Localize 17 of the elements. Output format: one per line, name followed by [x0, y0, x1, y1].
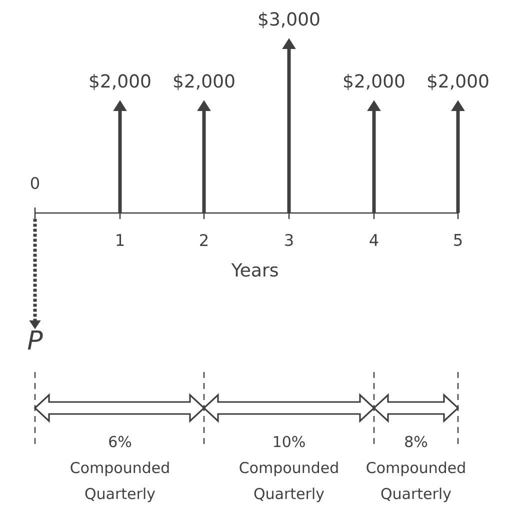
- tick-label: 4: [370, 234, 378, 246]
- tick-label: 3: [285, 234, 293, 246]
- amount-label: $2,000: [344, 74, 404, 90]
- tick-label: 1: [116, 234, 124, 246]
- period-label: 10% Compounded Quarterly: [240, 436, 338, 502]
- period-label: 8% Compounded Quarterly: [366, 436, 465, 502]
- tick-label: 0: [30, 176, 40, 190]
- amount-label: $3,000: [259, 12, 320, 28]
- amount-label: $2,000: [428, 74, 488, 90]
- tick-label: 5: [454, 234, 462, 246]
- axis-title: Years: [231, 263, 278, 277]
- amount-label: $2,000: [90, 74, 150, 90]
- period-label: 6% Compounded Quarterly: [70, 436, 169, 502]
- tick-mark: [34, 208, 36, 218]
- amount-label: $2,000: [174, 74, 234, 90]
- variable-label: P: [28, 330, 43, 350]
- tick-label: 2: [200, 234, 208, 246]
